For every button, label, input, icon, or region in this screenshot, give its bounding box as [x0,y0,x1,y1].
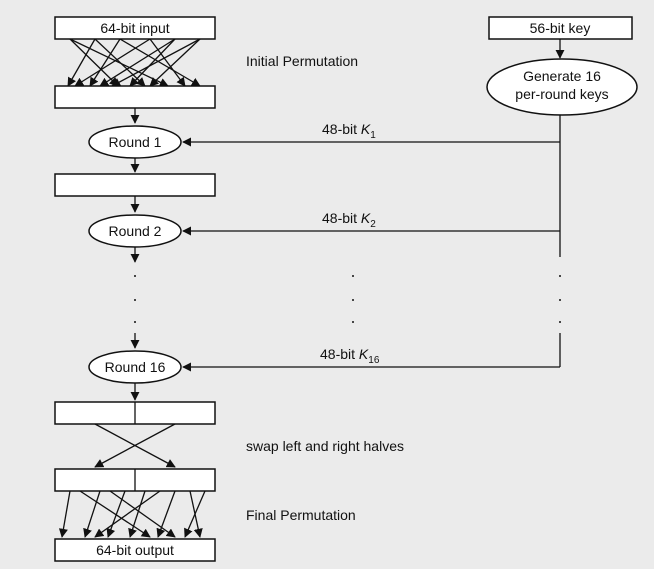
swap-label: swap left and right halves [246,438,404,454]
key-1-label: 48-bit K1 [322,121,376,141]
output-box [54,538,216,562]
final-permutation-arrows [58,490,206,538]
output-box-label: 64-bit output [96,542,174,558]
key-bus-dots [559,275,561,323]
input-box-label: 64-bit input [100,20,169,36]
key-box-label: 56-bit key [530,20,591,36]
intermediate-block [54,173,216,197]
initial-permutation-arrows [67,38,201,87]
swap-arrows [94,423,176,468]
permuted-block [54,85,216,109]
key-generator-line1: Generate 16 [523,68,601,84]
ellipsis-dots [134,275,354,323]
key-2-label: 48-bit K2 [322,210,376,230]
initial-permutation-label: Initial Permutation [246,53,358,69]
final-permutation-label: Final Permutation [246,507,356,523]
key-16-label: 48-bit K16 [320,346,380,366]
round-2-label: Round 2 [109,223,162,239]
input-box [54,16,216,40]
key-generator-line2: per-round keys [515,86,608,102]
key-generator-ellipse [486,58,638,116]
round-1-label: Round 1 [109,134,162,150]
round-16-label: Round 16 [105,359,166,375]
